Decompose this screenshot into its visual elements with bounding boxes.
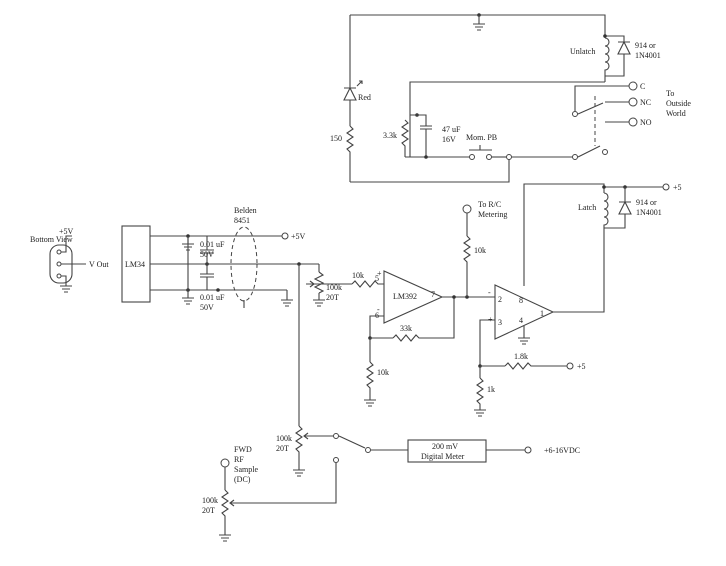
comp-pin3: 3 — [498, 318, 502, 327]
belden-cable-shield — [230, 226, 258, 302]
vout-label: V Out — [89, 260, 109, 269]
unlatch-label: Unlatch — [570, 47, 595, 56]
sensor-5v-label: +5V — [59, 227, 74, 236]
resistor-1-8k — [504, 362, 567, 370]
resistor-33k — [392, 297, 455, 342]
resistor-3-3k — [401, 119, 409, 157]
lm34-block — [121, 225, 151, 303]
lm34-bottom-view — [49, 235, 86, 293]
nc-terminal[interactable] — [628, 97, 638, 107]
comp-pin4: 4 — [519, 316, 523, 325]
fwd-rf-terminal[interactable] — [220, 458, 230, 468]
red-label: Red — [358, 93, 371, 102]
r33k-label: 33k — [400, 324, 412, 333]
pin7-label: 7 — [431, 290, 435, 299]
comp-pin2: 2 — [498, 295, 502, 304]
red-led — [343, 80, 363, 126]
comp-pin8: 8 — [519, 296, 523, 305]
plus5-comp-label: +5 — [577, 362, 586, 371]
plus5v-rail-label: +5V — [291, 232, 306, 241]
rc-metering-terminal[interactable] — [462, 204, 472, 214]
supply-label: +6-16VDC — [544, 446, 580, 455]
plus5v-terminal — [281, 232, 289, 240]
latch-diode — [604, 187, 632, 229]
top-rail — [350, 14, 606, 38]
selector-switch[interactable] — [338, 435, 366, 449]
plus5-latch-label: +5 — [673, 183, 682, 192]
pot-100k-top — [299, 263, 325, 307]
pot-100k-mid — [293, 425, 312, 477]
lm392-minus: - — [377, 305, 380, 314]
pot-100k-bottom — [219, 489, 240, 542]
r1-8k-label: 1.8k — [514, 352, 528, 361]
r10k-gnd-label: 10k — [377, 368, 389, 377]
unlatch-coil — [604, 37, 610, 82]
digital-meter — [407, 439, 487, 463]
unlatch-diode — [605, 40, 631, 77]
comp-pin1: 1 — [540, 309, 544, 318]
momentary-pushbutton[interactable] — [469, 145, 492, 160]
c-terminal[interactable] — [628, 81, 638, 91]
supply-terminal — [524, 446, 532, 454]
r150-label: 150 — [330, 134, 342, 143]
cap-0-01uf-top — [200, 236, 214, 264]
lm392-label: LM392 — [393, 292, 417, 301]
r3-3k-label: 3.3k — [383, 131, 397, 140]
plus5-comp-terminal — [566, 362, 574, 370]
resistor-10k-input — [351, 280, 384, 288]
no-label: NO — [640, 118, 652, 127]
no-terminal[interactable] — [628, 117, 638, 127]
bottom-view-label: Bottom View — [30, 235, 73, 244]
mom-pb-label: Mom. PB — [466, 133, 497, 142]
r10k-rc-label: 10k — [474, 246, 486, 255]
cap-0-01uf-bottom — [200, 264, 214, 290]
resistor-150 — [346, 125, 354, 182]
comp-minus: - — [488, 288, 491, 297]
pin5-label: 5 — [375, 274, 379, 283]
r1k-label: 1k — [487, 385, 495, 394]
lm392-opamp — [383, 270, 444, 324]
c-label: C — [640, 82, 645, 91]
comparator — [494, 284, 555, 340]
resistor-10k-rc — [463, 235, 471, 297]
latch-label: Latch — [578, 203, 596, 212]
cap-47uf — [420, 125, 432, 157]
latch-coil — [603, 192, 609, 232]
r10k-in-label: 10k — [352, 271, 364, 280]
plus5-latch-terminal — [662, 183, 670, 191]
resistor-10k-ground — [366, 361, 374, 400]
lm392-plus: + — [377, 269, 382, 278]
resistor-1k — [476, 377, 484, 410]
relay-armature — [577, 145, 601, 158]
lm34-label: LM34 — [125, 260, 145, 269]
nc-label: NC — [640, 98, 651, 107]
